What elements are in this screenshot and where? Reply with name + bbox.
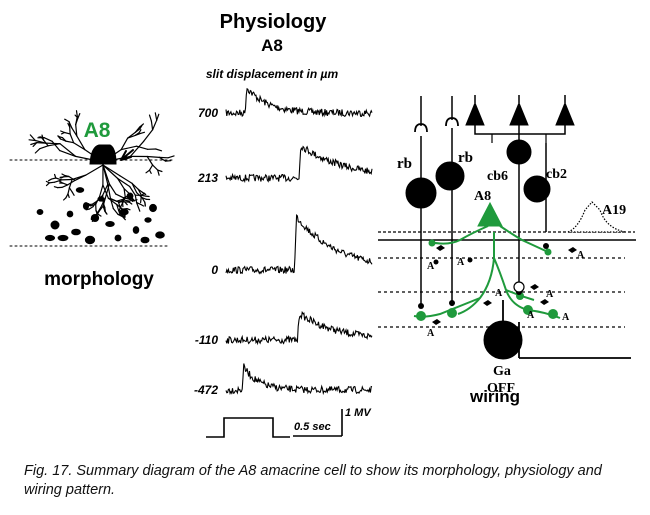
stimulus-trace [206, 417, 290, 438]
physiology-trace [225, 87, 373, 118]
physiology-subtitle: A8 [261, 36, 283, 55]
physiology-trace [225, 145, 373, 184]
trace-label: 0 [211, 263, 218, 277]
rb1-label: rb [397, 156, 412, 172]
ga-off-soma [483, 320, 523, 360]
trace-label: 213 [197, 171, 218, 185]
morphology-drawing [9, 110, 176, 247]
a8-wiring-label: A8 [474, 189, 491, 204]
trace-label: 700 [198, 106, 218, 120]
synapse-labels: A' A A A A A A A [427, 250, 585, 339]
ga-label: Ga [493, 364, 511, 379]
cone-triangle-1 [465, 101, 485, 126]
synapse-label: A [427, 328, 435, 339]
wiring-label: wiring [469, 387, 520, 406]
wiring-diagram [378, 95, 636, 360]
a8-soma-triangle [477, 201, 503, 227]
a19-cell [567, 201, 626, 233]
soma-arrow [120, 149, 134, 161]
rb2-soma [435, 161, 465, 191]
cb6-label: cb6 [487, 169, 508, 184]
a8-soma [89, 144, 117, 165]
synapse-label: A [562, 312, 570, 323]
synapse-label: A [546, 289, 554, 300]
cb6-soma [506, 139, 532, 165]
off-label: OFF [487, 381, 515, 396]
figure-17: Physiology A8 slit displacement in µm 70… [9, 11, 636, 438]
trace-label: -472 [194, 383, 218, 397]
synapse-label: A' [427, 261, 437, 272]
physiology-trace [225, 363, 373, 396]
trace-label: -110 [195, 333, 218, 347]
cb2-label: cb2 [546, 167, 567, 182]
slit-displacement-label: slit displacement in µm [206, 67, 339, 81]
voltage-scale-label: 1 MV [345, 407, 372, 419]
rb1-soma [405, 177, 437, 209]
time-scale-label: 0.5 sec [294, 421, 331, 433]
a8-varicosities [416, 239, 558, 321]
physiology-title: Physiology [220, 11, 328, 33]
rb2-label: rb [458, 150, 473, 166]
physiology-trace [225, 214, 373, 275]
figure-caption: Fig. 17. Summary diagram of the A8 amacr… [24, 463, 602, 498]
synapse-label: A [457, 257, 465, 268]
morphology-label: morphology [44, 269, 154, 290]
a19-label: A19 [602, 203, 626, 218]
synapse-label: A [527, 310, 535, 321]
physiology-trace [225, 310, 373, 346]
a8-cell-label: A8 [84, 119, 111, 142]
traces-group: 700 213 0 -110 -472 [194, 87, 373, 397]
synapse-label: A [577, 250, 585, 261]
cb2-soma [523, 175, 551, 203]
cone-triangle-3 [555, 101, 575, 126]
cone-triangle-2 [509, 101, 529, 126]
synapse-label: A [495, 288, 503, 299]
morphology-varicosities [36, 187, 165, 245]
